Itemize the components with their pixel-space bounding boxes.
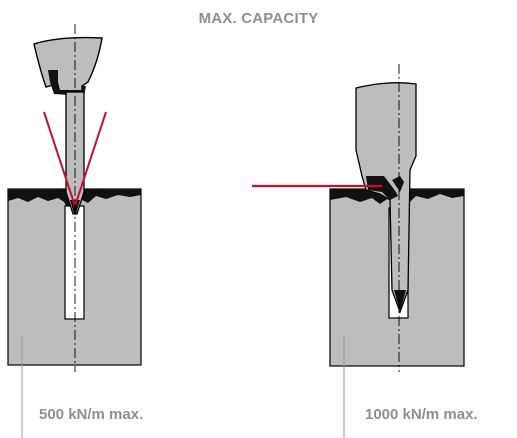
left-assembly (7, 24, 142, 438)
right-capacity-label: 1000 kN/m max. (365, 406, 478, 423)
left-capacity-label: 500 kN/m max. (39, 406, 144, 423)
left-die-slot (64, 205, 85, 320)
left-punch-head (33, 36, 103, 93)
right-punch-body (355, 82, 417, 314)
right-folded-sheet (366, 176, 398, 200)
left-force-line-1 (43, 111, 76, 207)
left-force-line-2 (74, 111, 107, 207)
right-sheet-shoulder (392, 176, 404, 192)
right-assembly (252, 64, 465, 438)
diagram-title: MAX. CAPACITY (198, 10, 319, 27)
left-punch-head-detail (48, 70, 86, 96)
right-punch-tip (394, 290, 406, 312)
